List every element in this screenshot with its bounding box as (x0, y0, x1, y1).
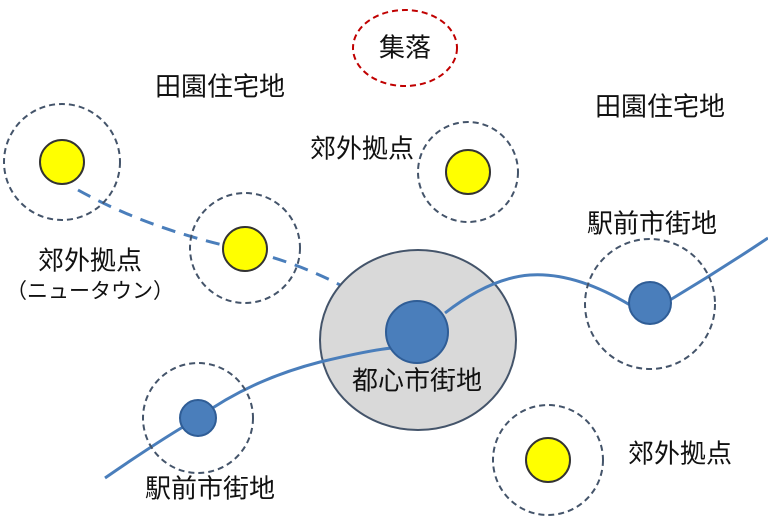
station-zone-right (584, 238, 716, 370)
station-node-right (628, 281, 672, 325)
suburban-node-4 (525, 437, 571, 483)
suburban-zone-1 (3, 103, 121, 221)
city-center-node (385, 300, 449, 364)
station-zone-left (142, 362, 254, 474)
station-area-label-right: 駅前市街地 (587, 210, 717, 240)
station-area-label-left: 駅前市街地 (145, 475, 275, 505)
village-zone (352, 9, 458, 87)
newtown-note: （ニュータウン） (6, 279, 174, 303)
suburban-zone-3 (417, 121, 519, 223)
suburban-hub-label-bottom: 郊外拠点 (628, 440, 732, 470)
suburban-node-1 (39, 139, 85, 185)
suburban-zone-4 (492, 404, 604, 516)
suburban-hub-label-newtown: 郊外拠点 (38, 247, 142, 277)
suburban-node-2 (222, 226, 268, 272)
newtown-link-dashed (77, 188, 396, 322)
suburban-zone-2 (189, 192, 301, 304)
rural-residential-label-right: 田園住宅地 (595, 93, 725, 123)
station-node-left (179, 399, 217, 437)
suburban-hub-label-top: 郊外拠点 (310, 135, 414, 165)
rural-residential-label-left: 田園住宅地 (155, 73, 285, 103)
city-center-label: 都心市街地 (352, 367, 482, 397)
suburban-node-3 (445, 149, 491, 195)
village-label: 集落 (379, 34, 431, 64)
